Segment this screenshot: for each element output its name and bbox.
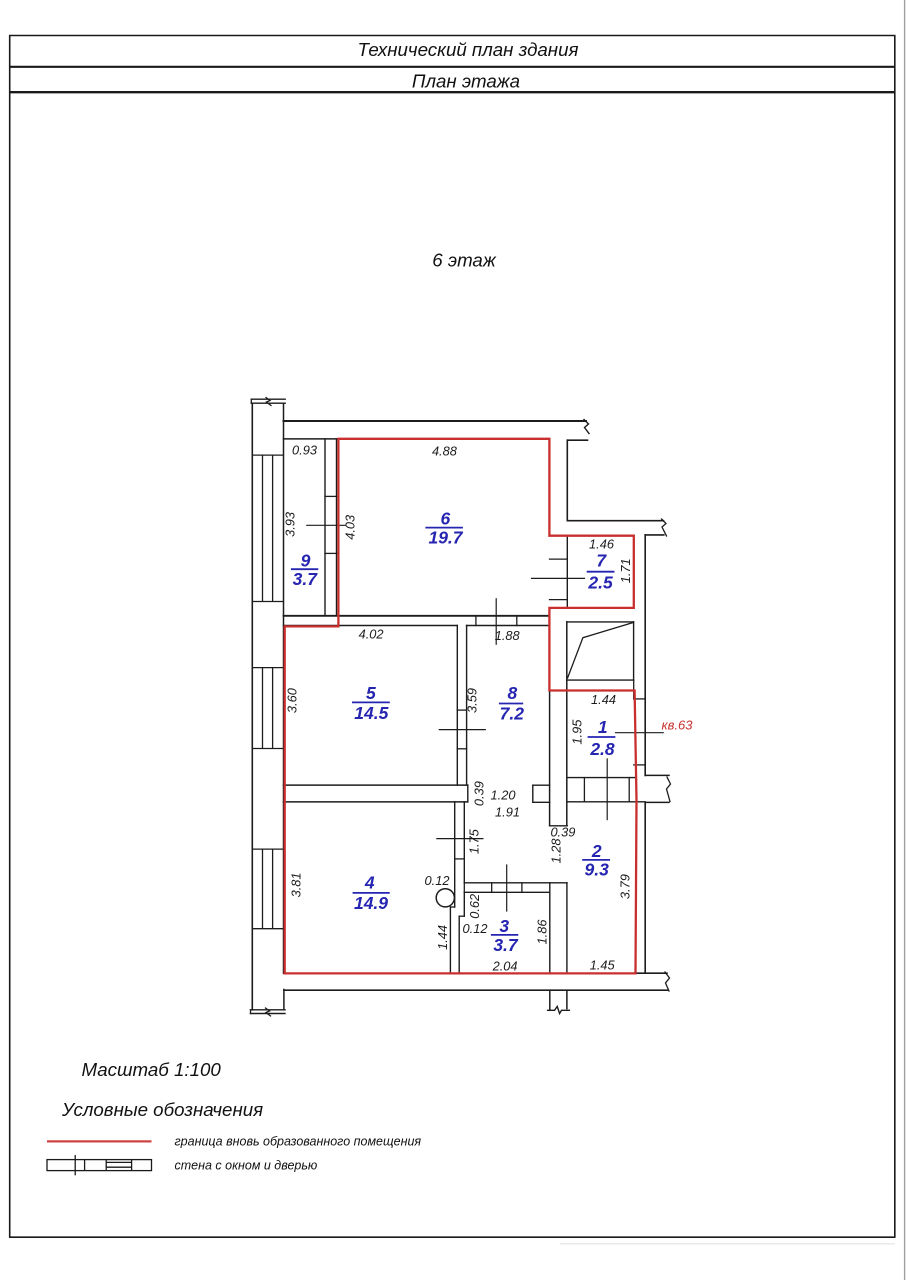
svg-text:1.28: 1.28 (549, 838, 564, 864)
svg-text:3.59: 3.59 (465, 688, 480, 713)
svg-text:9: 9 (301, 550, 311, 570)
svg-text:1: 1 (598, 717, 608, 737)
svg-text:9.3: 9.3 (585, 859, 610, 879)
svg-text:стена с окном и дверью: стена с окном и дверью (175, 1159, 318, 1173)
svg-text:3.93: 3.93 (283, 512, 298, 537)
svg-text:14.9: 14.9 (354, 893, 388, 913)
svg-text:1.95: 1.95 (570, 719, 585, 745)
svg-text:14.5: 14.5 (354, 703, 388, 723)
svg-text:1.71: 1.71 (618, 558, 633, 583)
svg-text:0.62: 0.62 (467, 894, 482, 919)
svg-text:3.81: 3.81 (288, 872, 303, 897)
svg-text:2.04: 2.04 (492, 959, 518, 974)
svg-text:1.46: 1.46 (589, 536, 615, 551)
svg-text:4.02: 4.02 (359, 627, 384, 642)
svg-text:4: 4 (364, 873, 375, 893)
svg-text:0.39: 0.39 (550, 824, 575, 839)
svg-text:5: 5 (366, 683, 376, 703)
svg-text:1.91: 1.91 (495, 805, 520, 820)
svg-text:1.88: 1.88 (495, 628, 521, 643)
svg-text:1.44: 1.44 (591, 692, 616, 707)
svg-text:Масштаб 1:100: Масштаб 1:100 (82, 1059, 222, 1080)
svg-text:1.45: 1.45 (590, 957, 616, 972)
svg-text:3.7: 3.7 (293, 569, 319, 589)
svg-text:7.2: 7.2 (500, 703, 525, 723)
svg-text:0.93: 0.93 (292, 443, 317, 458)
svg-text:1.75: 1.75 (466, 828, 481, 854)
svg-text:0.12: 0.12 (425, 873, 450, 888)
svg-text:3.60: 3.60 (285, 687, 300, 713)
svg-text:1.20: 1.20 (491, 787, 517, 802)
svg-text:6 этаж: 6 этаж (432, 249, 497, 270)
svg-text:Условные обозначения: Условные обозначения (61, 1099, 263, 1120)
svg-text:3: 3 (499, 916, 509, 936)
svg-text:2: 2 (591, 841, 602, 861)
svg-text:4.88: 4.88 (432, 444, 458, 459)
svg-text:0.12: 0.12 (463, 921, 488, 936)
svg-text:2.5: 2.5 (587, 573, 613, 593)
svg-text:кв.63: кв.63 (662, 717, 694, 732)
svg-text:1.86: 1.86 (535, 919, 550, 945)
svg-text:1.44: 1.44 (435, 925, 450, 950)
svg-text:0.39: 0.39 (471, 781, 486, 806)
svg-text:8: 8 (508, 683, 518, 703)
svg-text:План этажа: План этажа (412, 70, 520, 91)
svg-text:Технический план здания: Технический план здания (358, 39, 579, 60)
svg-text:3.79: 3.79 (618, 874, 633, 899)
svg-text:6: 6 (441, 508, 451, 528)
svg-text:4.03: 4.03 (343, 515, 358, 540)
svg-text:3.7: 3.7 (493, 935, 519, 955)
svg-text:19.7: 19.7 (428, 528, 463, 548)
svg-text:7: 7 (596, 550, 607, 570)
svg-text:граница вновь образованного по: граница вновь образованного помещения (175, 1135, 422, 1149)
svg-text:2.8: 2.8 (589, 739, 615, 759)
